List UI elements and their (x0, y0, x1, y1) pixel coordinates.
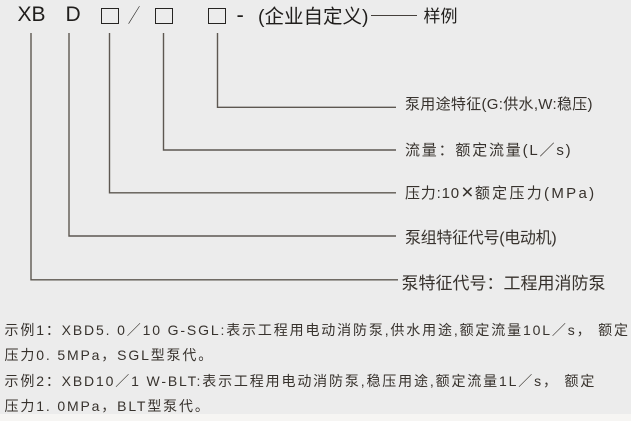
label-usage: 泵用途特征(G:供水,W:稳压) (405, 95, 593, 113)
placeholder-box-flow (155, 7, 173, 24)
multiplication-sign: × (461, 181, 474, 204)
bottom-edge-strip (0, 414, 631, 421)
leader-line-pumpgroup (68, 33, 396, 237)
leader-line-pumpcode (30, 33, 398, 281)
hyphen-separator: - (236, 1, 244, 27)
placeholder-box-usage (208, 7, 226, 24)
drive-code: D (65, 2, 81, 26)
example2-line1: 示例2：XBD10／1 W-BLT:表示工程用电动消防泵,稳压用途,额定流量1L… (4, 372, 597, 389)
leader-line-usage (216, 33, 396, 108)
example2-line2: 压力1. 0MPa，BLT型泵代。 (4, 398, 211, 414)
label-pressure-prefix: 压力:10 (405, 184, 460, 202)
example1-line2: 压力0. 5MPa，SGL型泵代。 (4, 347, 215, 363)
custom-suffix: (企业自定义) (258, 6, 369, 28)
leader-line-flow (162, 33, 396, 151)
label-pumpcode: 泵特征代号：工程用消防泵 (401, 274, 606, 293)
label-pumpgroup: 泵组特征代号(电动机) (405, 229, 557, 247)
series-code: XB (17, 2, 46, 26)
label-pressure-suffix: 额定压力(MPa) (474, 184, 597, 202)
sample-label: 样例 (423, 6, 458, 26)
label-flow: 流量：额定流量(L／s) (405, 141, 573, 159)
leader-line-pressure (108, 33, 396, 194)
sample-connector-line (371, 14, 417, 17)
example1-line1: 示例1：XBD5. 0／10 G-SGL:表示工程用电动消防泵,供水用途,额定流… (4, 321, 630, 338)
placeholder-box-pressure (101, 7, 119, 24)
slash-separator: ／ (128, 5, 141, 27)
label-pressure: 压力:10×额定压力(MPa) (405, 181, 597, 204)
